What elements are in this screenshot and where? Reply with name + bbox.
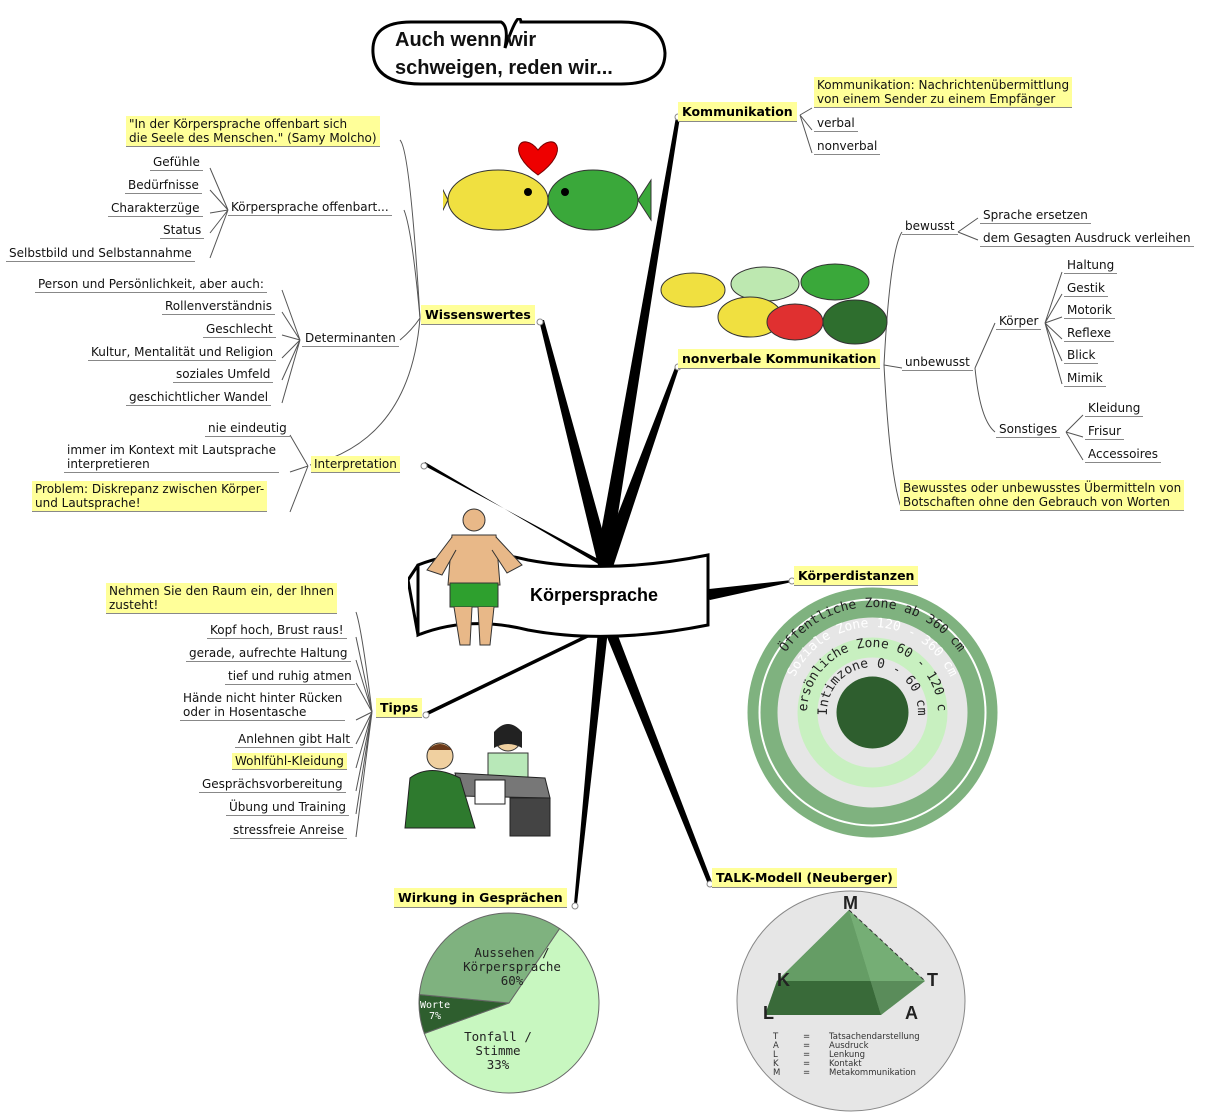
kissing-fish-icon — [443, 141, 652, 231]
offenbart-item: Charakterzüge — [108, 200, 203, 217]
branch-koerperdistanzen[interactable]: Körperdistanzen — [794, 566, 919, 586]
talk-corner-l: L — [763, 1003, 774, 1023]
tipps-item: Hände nicht hinter Rücken oder in Hosent… — [180, 690, 346, 721]
nonverbal-definition: Bewusstes oder unbewusstes Übermitteln v… — [900, 480, 1185, 511]
kommunikation-definition: Kommunikation: Nachrichtenübermittlung v… — [814, 77, 1073, 108]
kommunikation-item: verbal — [814, 115, 858, 132]
koerper-item: Blick — [1064, 347, 1099, 364]
branch-tipps[interactable]: Tipps — [376, 698, 423, 718]
tipps-item: Nehmen Sie den Raum ein, der Ihnen zuste… — [106, 583, 337, 614]
speech-bubble — [371, 18, 667, 86]
zone-center — [836, 676, 909, 749]
interpretation-node: Interpretation — [311, 456, 400, 473]
center-title: Körpersprache — [530, 585, 659, 605]
sonstiges-item: Accessoires — [1085, 446, 1162, 463]
offenbart-node: Körpersprache offenbart... — [228, 199, 392, 216]
samy-molcho-quote: "In der Körpersprache offenbart sich die… — [126, 116, 380, 147]
pie-slice-aussehen — [423, 927, 600, 1094]
offenbart-item: Status — [160, 222, 205, 239]
determinanten-item: Person und Persönlichkeit, aber auch: — [35, 276, 267, 293]
branch-wissenswertes[interactable]: Wissenswertes — [421, 305, 535, 325]
tipps-item: stressfreie Anreise — [230, 822, 348, 839]
determinanten-item: Geschlecht — [203, 321, 276, 338]
koerper-item: Mimik — [1064, 370, 1106, 387]
determinanten-item: soziales Umfeld — [173, 366, 274, 383]
bewusst-item: dem Gesagten Ausdruck verleihen — [980, 230, 1194, 247]
tipps-item: Gesprächsvorbereitung — [199, 776, 346, 793]
man-figure-icon — [426, 508, 523, 646]
offenbart-item: Gefühle — [150, 154, 203, 171]
branch-talk-modell[interactable]: TALK-Modell (Neuberger) — [712, 868, 897, 888]
sonstiges-node: Sonstiges — [996, 421, 1061, 438]
talk-corner-a: A — [905, 1003, 918, 1023]
conversation-clipart-icon — [404, 724, 551, 837]
offenbart-item: Bedürfnisse — [125, 177, 202, 194]
sonstiges-item: Kleidung — [1085, 400, 1144, 417]
determinanten-node: Determinanten — [302, 330, 399, 347]
koerper-item: Reflexe — [1064, 325, 1115, 342]
interpretation-item: immer im Kontext mit Lautsprache interpr… — [64, 442, 280, 473]
tipps-item: Kopf hoch, Brust raus! — [207, 622, 347, 639]
bubble-text: Auch wenn wir schweigen, reden wir... — [395, 29, 613, 79]
talk-legend: T=Tatsachendarstellung A=Ausdruck L=Lenk… — [773, 1032, 920, 1078]
pie-slice-tonfall — [418, 912, 561, 1004]
branch-kommunikation[interactable]: Kommunikation — [678, 102, 797, 122]
pie-label-worte: Worte 7% — [420, 1000, 451, 1022]
koerper-item: Haltung — [1064, 257, 1118, 274]
determinanten-item: Kultur, Mentalität und Religion — [88, 344, 277, 361]
koerper-node: Körper — [996, 313, 1042, 330]
offenbart-item: Selbstbild und Selbstannahme — [6, 245, 195, 262]
pie-label-tonfall: Tonfall / Stimme 33% — [464, 1029, 532, 1072]
talk-corner-k: K — [777, 970, 790, 990]
tipps-item: Wohlfühl-Kleidung — [232, 753, 347, 770]
talk-corner-m: M — [843, 893, 858, 913]
interpretation-item: nie eindeutig — [205, 420, 290, 437]
kommunikation-item: nonverbal — [814, 138, 881, 155]
tipps-item: Anlehnen gibt Halt — [235, 731, 354, 748]
tipps-item: tief und ruhig atmen — [225, 668, 355, 685]
tipps-item: Übung und Training — [226, 799, 350, 816]
fish-school-icon — [660, 263, 888, 345]
determinanten-item: Rollenverständnis — [162, 298, 275, 315]
tipps-item: gerade, aufrechte Haltung — [186, 645, 351, 662]
koerper-item: Motorik — [1064, 302, 1115, 319]
branch-nonverbal[interactable]: nonverbale Kommunikation — [678, 349, 881, 369]
determinanten-item: geschichtlicher Wandel — [126, 389, 272, 406]
talk-pyramid-diagram — [736, 890, 966, 1112]
pie-label-aussehen: Aussehen / Körpersprache 60% — [463, 945, 561, 988]
branch-wirkung[interactable]: Wirkung in Gesprächen — [394, 888, 567, 908]
distance-zones-diagram: Öffentliche Zone ab 360 cm Soziale Zone … — [745, 585, 998, 838]
koerper-item: Gestik — [1064, 280, 1108, 297]
talk-corner-t: T — [927, 970, 938, 990]
unbewusst-node: unbewusst — [902, 354, 973, 371]
sonstiges-item: Frisur — [1085, 423, 1125, 440]
main-branches — [423, 117, 792, 904]
bewusst-item: Sprache ersetzen — [980, 207, 1091, 224]
bewusst-node: bewusst — [902, 218, 958, 235]
interpretation-problem: Problem: Diskrepanz zwischen Körper- und… — [32, 481, 268, 512]
wirkung-pie-chart — [418, 912, 600, 1094]
